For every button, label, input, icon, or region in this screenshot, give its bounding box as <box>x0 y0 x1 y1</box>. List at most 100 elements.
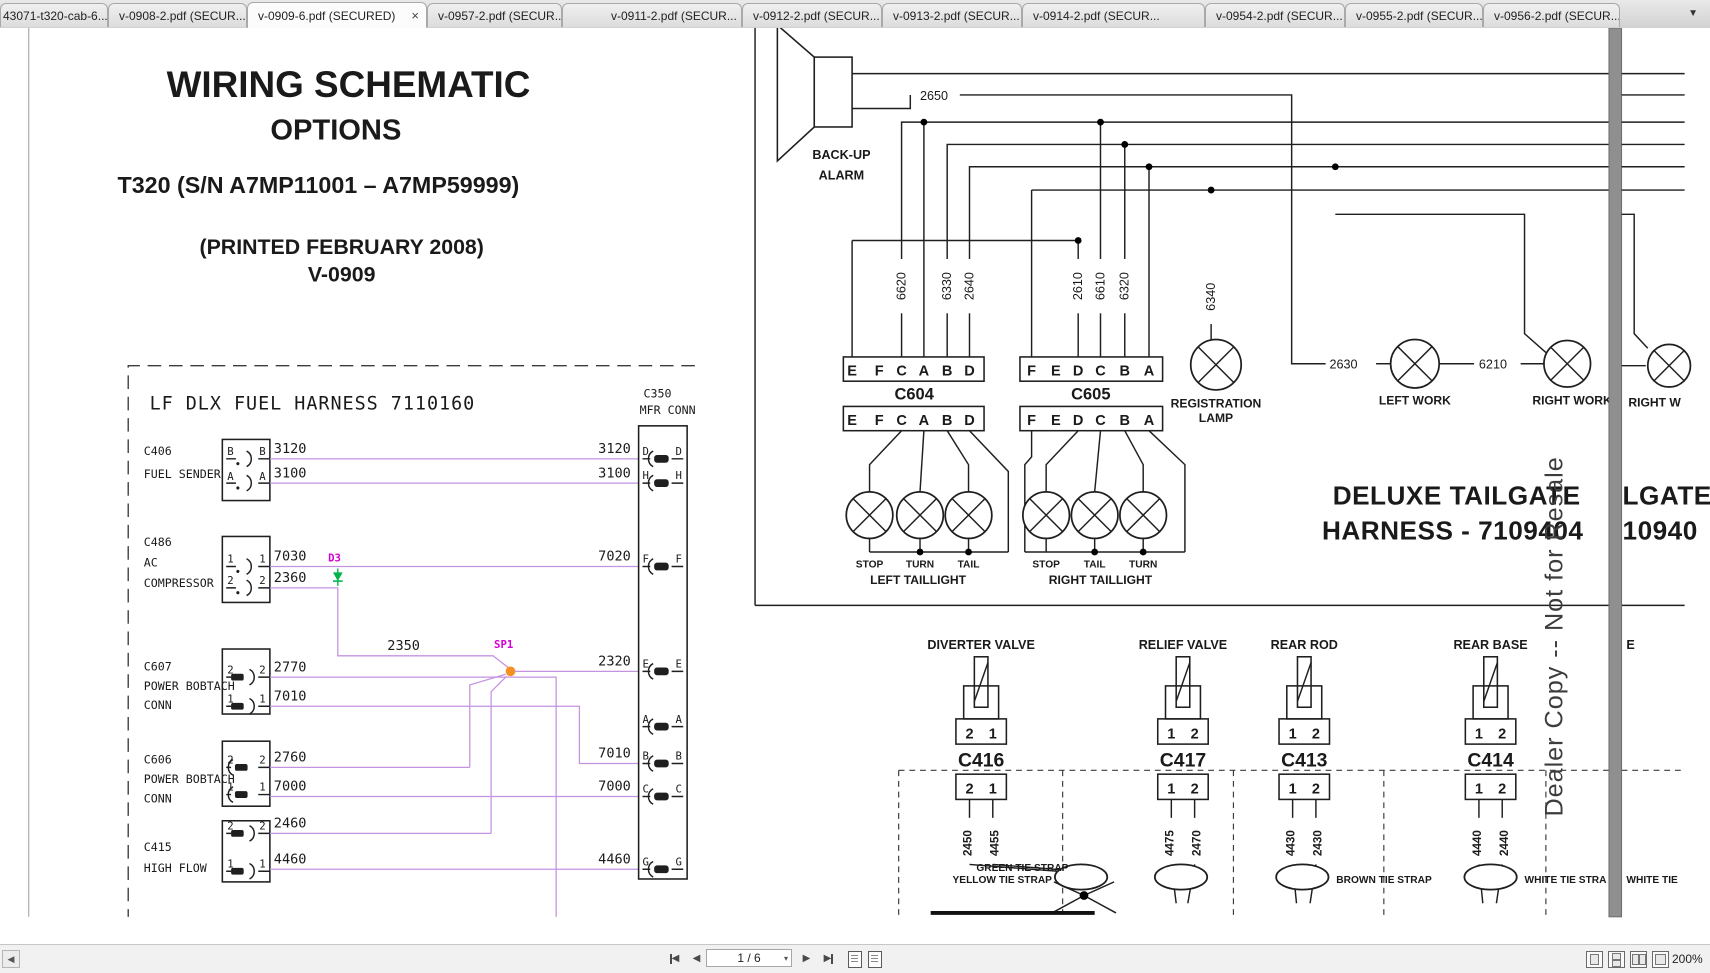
tailgate-harness-section: BACK-UP ALARM 2650 6620 6330 2640 <box>754 23 1685 607</box>
connector-c605: F E D C B A C605 F E D C B A <box>1019 356 1164 432</box>
connector-c606: C606 POWER BOBTACH CONN 2 2 1 1 <box>144 740 271 807</box>
connector-c406: C406 FUEL SENDER B B A A <box>144 438 271 502</box>
pin-letter: 1 <box>989 726 997 742</box>
two-page-view-icon[interactable] <box>1630 951 1647 968</box>
previous-view-icon[interactable] <box>848 951 862 968</box>
last-page-button[interactable]: ▶ <box>823 953 834 964</box>
wire-2760: 2760 <box>274 750 307 766</box>
registration-lamp-label: LAMP <box>1199 411 1233 425</box>
wire-6620: 6620 <box>894 272 908 300</box>
hscroll-left-icon[interactable]: ◀ <box>2 950 20 968</box>
c350-pin-row: B B <box>642 750 684 772</box>
tab-label: v-0909-6.pdf (SECURED) <box>258 9 396 23</box>
doc-model: T320 (S/N A7MP11001 – A7MP59999) <box>118 172 520 198</box>
wire-6610: 6610 <box>1093 272 1107 300</box>
page2-sliver: RIGHT W LGATE 10940 E WHITE TIE <box>1621 72 1710 886</box>
pin-letter: 1 <box>227 692 233 705</box>
tab-overflow-icon[interactable]: ▼ <box>1688 8 1698 19</box>
right-work-lamp: RIGHT WORK <box>1532 339 1612 407</box>
pin-letter: 2 <box>259 754 265 767</box>
page-dropdown-icon[interactable]: ▾ <box>783 954 788 963</box>
tab-label: v-0914-2.pdf (SECUR... <box>1033 9 1160 23</box>
pin-letter: C <box>642 783 648 796</box>
connector-c415: C415 HIGH FLOW 2 2 1 1 <box>144 819 271 883</box>
valve-c414: REAR BASE 1 2 C414 1 2 4440 2440 <box>1453 638 1528 904</box>
tab-file-10[interactable]: v-0956-2.pdf (SECUR... <box>1483 3 1620 27</box>
wire-3120: 3120 <box>274 441 307 457</box>
page-number-input[interactable]: 1 / 6 ▾ <box>706 949 792 967</box>
deluxe-heading-1: DELUXE TAILGATE <box>1333 480 1581 510</box>
tab-file-3[interactable]: v-0957-2.pdf (SECUR... <box>427 3 562 27</box>
fit-width-view-icon[interactable] <box>1652 951 1669 968</box>
c350-sub: MFR CONN <box>640 403 696 417</box>
c606-name: POWER BOBTACH <box>144 772 235 786</box>
pin-letter: 2 <box>1312 726 1320 742</box>
tab-file-4[interactable]: v-0911-2.pdf (SECUR... <box>562 3 742 27</box>
lf-dlx-fuel-harness-panel: LF DLX FUEL HARNESS 7110160 C406 FUEL SE… <box>127 364 696 917</box>
wire-2430: 2430 <box>1312 830 1325 856</box>
pin-letter: D <box>964 413 975 429</box>
backup-alarm-label: ALARM <box>819 168 865 182</box>
connector-c607: C607 POWER BOBTACH CONN 2 2 1 1 <box>144 648 271 715</box>
pin-letter: B <box>642 750 648 763</box>
tab-label: v-0908-2.pdf (SECUR... <box>119 9 246 23</box>
tab-file-5[interactable]: v-0912-2.pdf (SECUR... <box>742 3 882 27</box>
c604-id: C604 <box>894 386 934 404</box>
deluxe-heading-fragment: 10940 <box>1623 515 1698 545</box>
lamp-label: TAIL <box>1084 560 1106 571</box>
pin-letter: B <box>1119 363 1130 379</box>
tab-file-8[interactable]: v-0954-2.pdf (SECUR... <box>1205 3 1345 27</box>
status-toolbar: ◀ ◀ ◀ 1 / 6 ▾ ▶ ▶ 200% <box>0 944 1710 973</box>
pin-letter: 1 <box>1167 782 1175 798</box>
pin-letter: F <box>875 363 884 379</box>
tab-label: v-0911-2.pdf (SECUR... <box>611 9 737 23</box>
connector-c486: C486 AC COMPRESSOR 1 1 2 2 <box>144 535 271 604</box>
wire-6340: 6340 <box>1204 283 1218 311</box>
pin-letter: E <box>847 413 857 429</box>
lamp-label: STOP <box>1032 560 1060 571</box>
pin-letter: 1 <box>1167 726 1175 742</box>
pin-letter: 2 <box>227 663 233 676</box>
pin-letter: 1 <box>1475 726 1483 742</box>
tie-strap-label-white2: WHITE TIE <box>1626 875 1678 886</box>
pin-letter: E <box>1051 363 1061 379</box>
connector-c604: E F C A B D C604 E F C A B D <box>842 356 985 432</box>
tab-file-2-active[interactable]: v-0909-6.pdf (SECURED) × <box>247 2 427 28</box>
left-taillight-label: LEFT TAILLIGHT <box>870 573 967 587</box>
c350-pin-row: D D <box>642 445 684 468</box>
single-page-view-icon[interactable] <box>1586 951 1603 968</box>
pin-letter: 1 <box>227 781 233 794</box>
pin-letter: C <box>675 783 681 796</box>
pin-letter: E <box>642 657 648 670</box>
pin-letter: 1 <box>227 857 233 870</box>
pin-letter: F <box>1027 413 1036 429</box>
c350-pin-row: G G <box>642 855 684 878</box>
lamp-label: TURN <box>1129 560 1157 571</box>
pin-letter: A <box>1144 413 1155 429</box>
continuous-scroll-view-icon[interactable] <box>1608 951 1625 968</box>
valve-name: DIVERTER VALVE <box>927 638 1034 652</box>
c486-id: C486 <box>144 535 172 549</box>
tab-label: v-0912-2.pdf (SECUR... <box>753 9 880 23</box>
tab-file-9[interactable]: v-0955-2.pdf (SECUR... <box>1345 3 1483 27</box>
pdf-page-canvas[interactable]: WIRING SCHEMATIC OPTIONS T320 (S/N A7MP1… <box>0 23 1710 944</box>
wire-2610: 2610 <box>1071 272 1085 300</box>
tab-close-icon[interactable]: × <box>411 8 419 23</box>
tab-file-7[interactable]: v-0914-2.pdf (SECUR... <box>1022 3 1205 27</box>
pin-letter: 2 <box>1191 782 1199 798</box>
c607-id: C607 <box>144 659 172 673</box>
tab-file-6[interactable]: v-0913-2.pdf (SECUR... <box>882 3 1022 27</box>
c406-id: C406 <box>144 444 172 458</box>
tab-file-1[interactable]: v-0908-2.pdf (SECUR... <box>108 3 247 27</box>
pin-letter: 2 <box>1312 782 1320 798</box>
right-work-label: RIGHT WORK <box>1532 393 1612 407</box>
tab-label: 43071-t320-cab-6.... <box>3 9 108 23</box>
first-page-button[interactable]: ◀ <box>669 953 680 964</box>
previous-page-button[interactable]: ◀ <box>692 953 701 964</box>
tab-file-0[interactable]: 43071-t320-cab-6.... <box>0 3 108 27</box>
next-view-icon[interactable] <box>868 951 882 968</box>
wire-4440: 4440 <box>1471 830 1484 856</box>
valve-section: DIVERTER VALVE 2 1 C416 2 1 2450 4455 RE… <box>898 638 1685 917</box>
tie-straps: YELLOW TIE STRAP GREEN TIE STRAP BROWN T… <box>930 863 1607 915</box>
next-page-button[interactable]: ▶ <box>802 953 811 964</box>
